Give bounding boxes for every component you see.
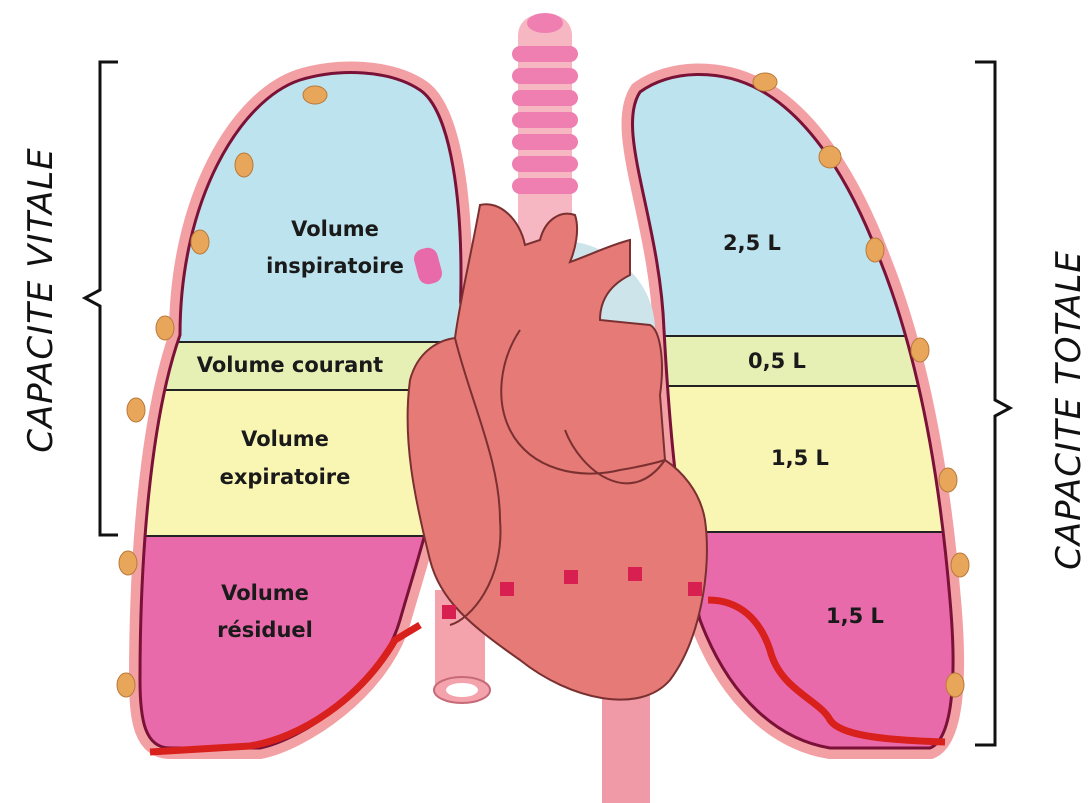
label-inspiratory-line1: Volume [291,217,379,241]
label-expiratory-line1: Volume [241,427,329,451]
trachea-rings [512,46,578,194]
label-residual-line2: résiduel [217,618,313,642]
value-tidal: 0,5 L [748,349,806,373]
label-residual-line1: Volume [221,581,309,605]
label-inspiratory-line2: inspiratoire [266,254,404,278]
value-expiratory: 1,5 L [771,446,829,470]
label-tidal: Volume courant [197,353,383,377]
right-bracket [975,62,1010,745]
total-capacity-label: CAPACITE TOTALE [1049,250,1089,570]
vital-capacity-label: CAPACITE VITALE [21,147,61,453]
value-inspiratory: 2,5 L [723,231,781,255]
left-bracket [85,62,118,535]
left-inspiratory-zone [100,40,500,342]
label-expiratory-line2: expiratoire [220,465,351,489]
value-residual: 1,5 L [826,604,884,628]
